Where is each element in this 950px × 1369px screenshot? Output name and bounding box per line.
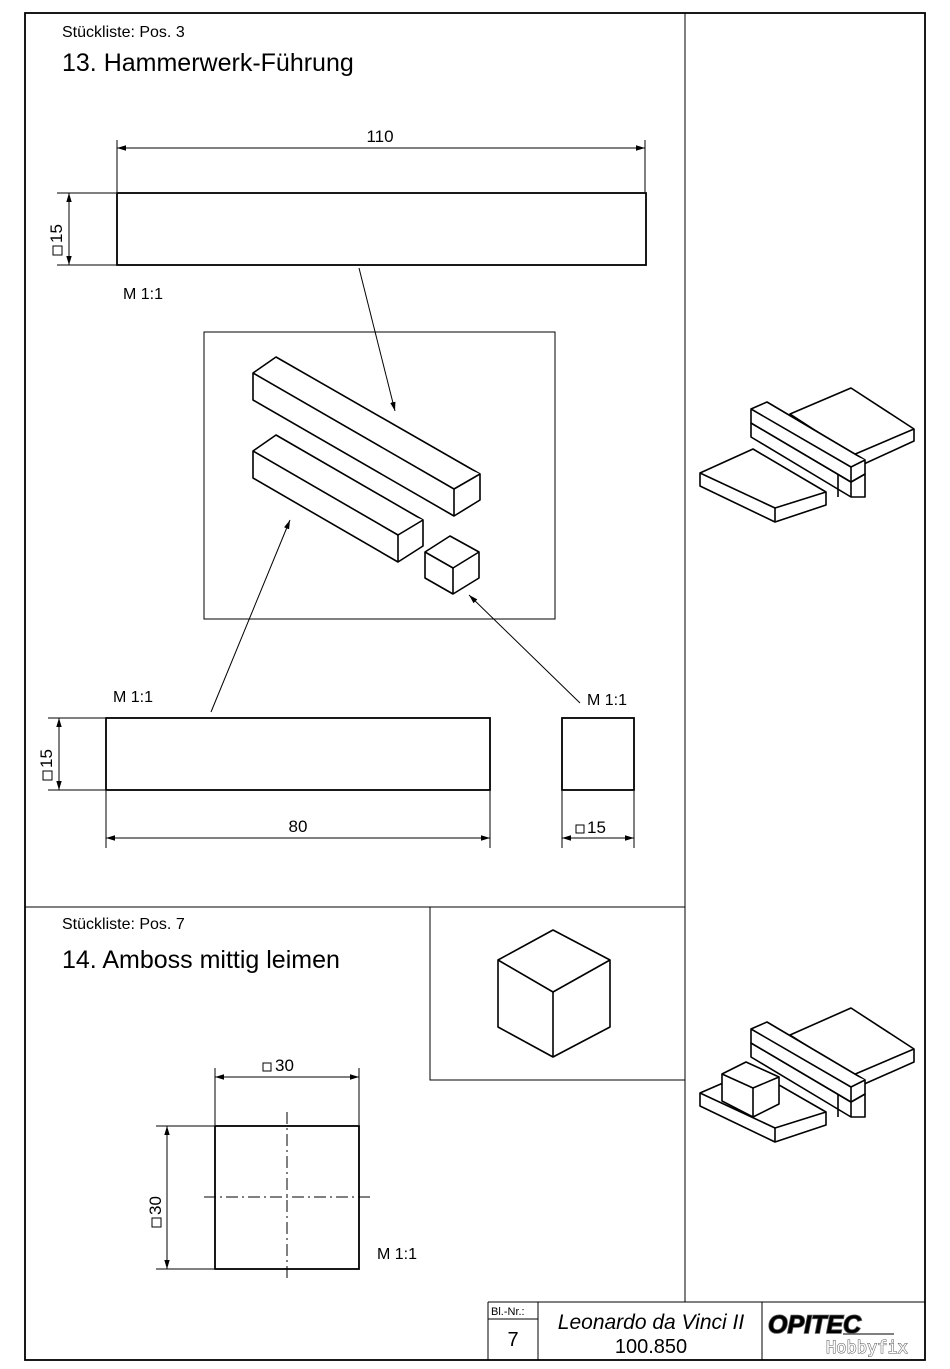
isometric-view-pos3 [204, 332, 555, 619]
parts-list-pos7: Stückliste: Pos. 7 [62, 916, 185, 933]
dim-30-height-label: 30 [146, 1196, 165, 1215]
dim-15-top-label: 15 [47, 224, 66, 243]
square-dimension-icon [263, 1063, 271, 1071]
part-bar-80 [48, 718, 490, 848]
scale-top-label: M 1:1 [123, 286, 163, 303]
sheet-number-label: Bl.-Nr.: [491, 1306, 525, 1318]
parts-list-pos3: Stückliste: Pos. 3 [62, 24, 185, 41]
step14-title: 14. Amboss mittig leimen [62, 946, 340, 974]
brand-name: OPITEC [768, 1311, 862, 1339]
article-number: 100.850 [615, 1336, 687, 1358]
part-bar-110 [57, 140, 646, 265]
assembly-preview-step13 [700, 388, 914, 522]
dim-15-mid-label: 15 [37, 749, 56, 768]
part-anvil-30 [156, 1068, 372, 1282]
square-dimension-icon [53, 246, 62, 255]
scale-cube-label: M 1:1 [587, 692, 627, 709]
square-dimension-icon [576, 825, 584, 833]
product-name: Leonardo da Vinci II [558, 1311, 745, 1334]
assembly-preview-step14 [700, 1008, 914, 1142]
dim-15-cube-label: 15 [587, 818, 606, 837]
scale-mid-label: M 1:1 [113, 689, 153, 706]
brand-sub: Hobbyfix [826, 1338, 908, 1358]
scale-step14-label: M 1:1 [377, 1246, 417, 1263]
square-dimension-icon [152, 1218, 161, 1227]
sheet-number: 7 [507, 1329, 518, 1351]
square-dimension-icon [43, 771, 52, 780]
opitec-logo-icon: OPITEC Hobbyfix [768, 1311, 908, 1358]
dim-110-label: 110 [366, 127, 393, 146]
isometric-cube-pos7 [498, 930, 610, 1057]
dim-30-width-label: 30 [275, 1056, 294, 1075]
sheet-frame [25, 13, 925, 1360]
step13-title: 13. Hammerwerk-Führung [62, 49, 354, 77]
dim-80-label: 80 [289, 817, 308, 836]
